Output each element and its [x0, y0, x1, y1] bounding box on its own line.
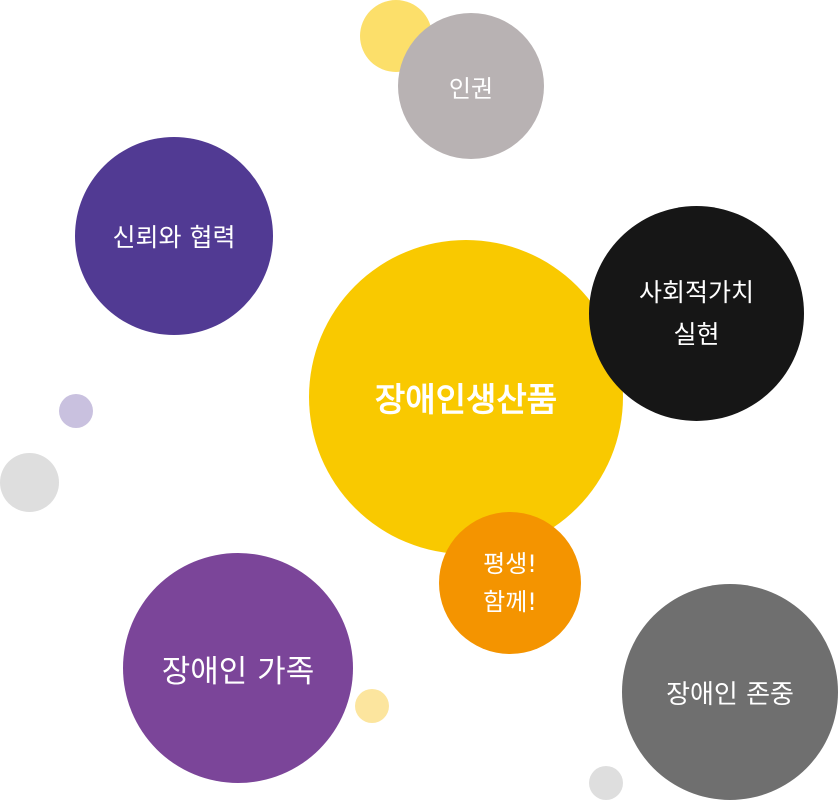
trust-cooperation-bubble: 신뢰와 협력: [75, 137, 273, 335]
social-value-label: 사회적가치 실현: [638, 278, 754, 349]
disabled-respect-bubble: 장애인 존중: [622, 584, 838, 800]
lifelong-together-label: 평생! 함께!: [483, 549, 537, 616]
disabled-family-bubble: 장애인 가족: [123, 553, 353, 783]
social-value-bubble: 사회적가치 실현: [589, 206, 804, 421]
lifelong-together-bubble: 평생! 함께!: [439, 512, 581, 654]
disabled-respect-label: 장애인 존중: [666, 679, 794, 710]
human-rights-label: 인권: [448, 74, 494, 103]
pale-yellow-dot: [355, 689, 389, 723]
center-products-bubble: 장애인생산품: [309, 240, 623, 554]
gray-left-dot: [0, 453, 59, 512]
trust-cooperation-label: 신뢰와 협력: [112, 223, 236, 252]
human-rights-bubble: 인권: [398, 13, 544, 159]
disabled-family-label: 장애인 가족: [161, 653, 315, 690]
lavender-dot: [59, 394, 93, 428]
center-products-label: 장애인생산품: [374, 380, 558, 419]
gray-bottom-dot: [589, 766, 623, 800]
